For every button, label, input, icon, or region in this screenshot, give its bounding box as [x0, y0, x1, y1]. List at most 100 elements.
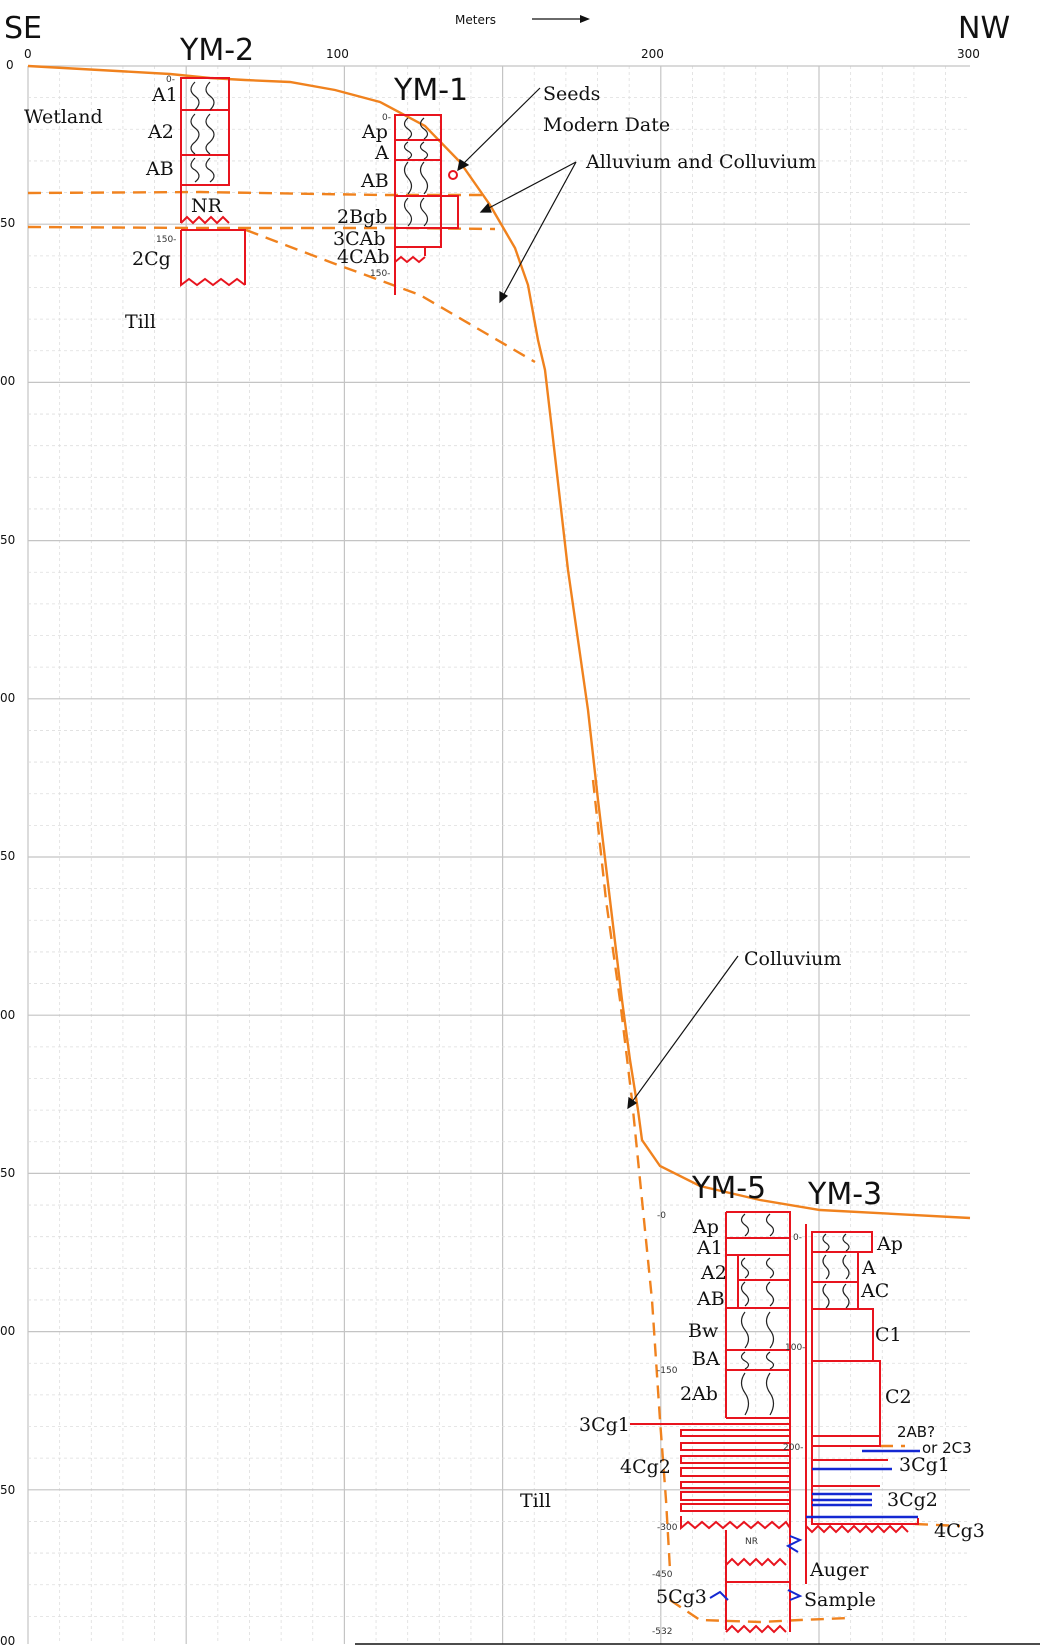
ym2-depth-tick: 0- [166, 75, 175, 85]
sample-label: Sample [804, 1589, 876, 1611]
seeds-arrow [461, 87, 541, 166]
ym2-title: YM-2 [179, 33, 254, 68]
ym2-horizon-nr: NR [191, 195, 223, 217]
colluvium-arrow [631, 955, 739, 1103]
till-label-lower: Till [520, 1490, 551, 1512]
ym2-horizon-ab: AB [145, 158, 174, 180]
y-tick: 50 [0, 1483, 15, 1497]
ym5-title: YM-5 [691, 1171, 766, 1206]
profile-ym5 [630, 1211, 791, 1634]
alluvium-arrow-lower [502, 161, 577, 297]
ym3-depth-tick: 0- [793, 1233, 802, 1243]
ym5-horizon-4cg2: 4Cg2 [620, 1456, 671, 1478]
ym2-horizon-a2: A2 [147, 121, 174, 143]
ym1-horizon-ap: Ap [361, 121, 388, 143]
alluvium-arrowhead-upper [479, 202, 492, 213]
ground-surface-line [27, 64, 971, 1220]
ym3-soil-texture [822, 1233, 850, 1309]
ym5-horizon-2ab: 2Ab [680, 1383, 718, 1405]
seeds-arrowhead [457, 159, 470, 172]
ym1-horizon-ab: AB [360, 170, 389, 192]
x-tick-0: 0 [24, 47, 32, 61]
ym3-horizon-2c3: or 2C3 [922, 1439, 972, 1457]
ym3-water-table [806, 1449, 920, 1519]
wetland-label: Wetland [24, 106, 103, 128]
y-tick: 50 [0, 533, 15, 547]
y-tick: 00 [0, 1324, 15, 1338]
ym2-horizon-a1: A1 [151, 84, 178, 106]
ym1-horizon-a: A [374, 142, 389, 164]
ym5-horizon-5cg3: 5Cg3 [656, 1586, 707, 1608]
y-tick: 50 [0, 849, 15, 863]
ym5-horizon-ab: AB [696, 1288, 725, 1310]
till-label-upper: Till [125, 311, 156, 333]
ym2-horizon-2cg: 2Cg [132, 248, 171, 270]
grid [27, 65, 970, 1644]
ym3-horizon-c2: C2 [885, 1386, 912, 1408]
ym5-horizon-nr: NR [745, 1537, 758, 1547]
ym5-depth-tick: -532 [652, 1627, 672, 1637]
ym1-depth-tick: 150- [370, 269, 390, 279]
modern-date-label: Modern Date [543, 114, 670, 136]
ym3-title: YM-3 [807, 1177, 882, 1212]
direction-se: SE [4, 11, 42, 46]
ym5-depth-tick: -150 [657, 1366, 678, 1376]
ym1-title: YM-1 [393, 73, 468, 108]
ym1-depth-tick: 0- [382, 113, 391, 123]
ym3-horizon-2ab: 2AB? [897, 1423, 935, 1441]
ym3-depth-tick: 200- [783, 1443, 803, 1453]
ym2-soil-texture [190, 81, 215, 183]
alluvium-arrowhead-lower [499, 290, 509, 304]
till-boundary-line [245, 228, 536, 364]
y-tick: 00 [0, 1008, 15, 1022]
ym5-horizon-3cg1: 3Cg1 [579, 1414, 630, 1436]
ym5-depth-tick: -0 [657, 1211, 666, 1221]
ym5-soil-texture [740, 1213, 775, 1416]
ym5-horizon-ap: Ap [692, 1216, 719, 1238]
colluvium-arrowhead [627, 1096, 638, 1110]
colluvium-till-boundary-line [591, 779, 672, 1571]
x-axis-label: Meters [455, 13, 496, 27]
stratigraphic-boundaries [27, 190, 961, 1624]
ym5-horizon-ba: BA [692, 1348, 720, 1370]
ym1-horizon-3cab: 3CAb [333, 228, 386, 250]
ym5-horizon-a2: A2 [700, 1262, 727, 1284]
ym5-horizon-a1: A1 [696, 1237, 723, 1259]
auger-label: Auger [809, 1559, 869, 1581]
y-tick: 50 [0, 1166, 15, 1180]
x-axis-arrow [532, 15, 590, 23]
bottom-boundary-line [669, 1599, 851, 1624]
seeds-label: Seeds [543, 83, 600, 105]
ym3-base-boundary-line [914, 1522, 961, 1528]
lower-boundary-line [27, 225, 496, 231]
profile-ym2 [180, 77, 246, 287]
ym5-depth-tick: -300 [657, 1523, 678, 1533]
ym5-depth-tick: -450 [652, 1570, 673, 1580]
leader-arrows [457, 87, 739, 1110]
direction-nw: NW [958, 11, 1010, 46]
x-tick-200: 200 [641, 47, 664, 61]
ym3-horizon-a: A [861, 1257, 876, 1279]
ym3-horizon-ac: AC [860, 1280, 889, 1302]
y-tick: 00 [0, 374, 15, 388]
ym1-soil-texture [403, 117, 429, 227]
ym5-water-table [709, 1535, 803, 1601]
ym1-horizon-2bgb: 2Bgb [337, 206, 387, 228]
ym3-horizon-4cg3: 4Cg3 [934, 1520, 985, 1542]
ym3-horizon-3cg1: 3Cg1 [899, 1454, 950, 1476]
ym3-depth-tick: 100- [785, 1343, 805, 1353]
ym1-horizon-4cab: 4CAb [337, 246, 390, 268]
y-tick: 50 [0, 216, 15, 230]
profile-ym3 [805, 1224, 919, 1584]
ym3-horizon-ap: Ap [876, 1233, 903, 1255]
ym5-horizon-bw: Bw [688, 1320, 719, 1342]
colluvium-label: Colluvium [744, 948, 841, 970]
ym3-horizon-3cg2: 3Cg2 [887, 1489, 938, 1511]
alluvium-arrow-upper [486, 161, 577, 210]
profile-ym1 [394, 114, 459, 295]
ym3-horizon-c1: C1 [875, 1324, 902, 1346]
alluvium-colluvium-label: Alluvium and Colluvium [585, 151, 816, 173]
x-tick-300: 300 [957, 47, 980, 61]
y-tick: 00 [0, 691, 15, 705]
